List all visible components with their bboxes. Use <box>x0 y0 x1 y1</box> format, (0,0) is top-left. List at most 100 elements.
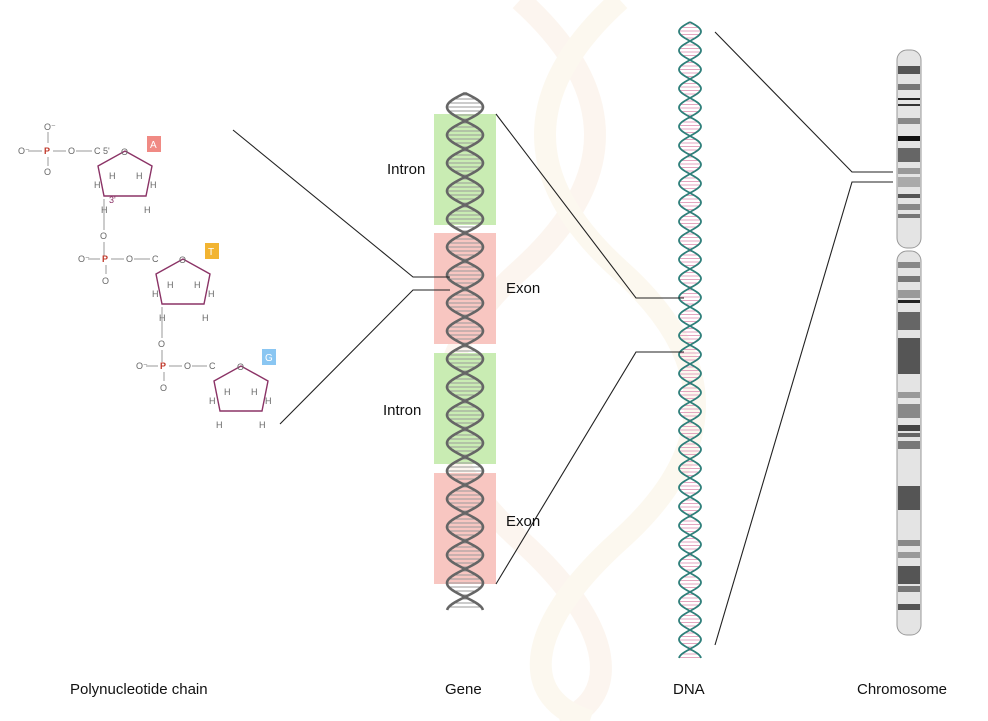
connector-gene-to-dna-top <box>495 113 684 299</box>
chromosome-band <box>898 118 920 124</box>
base-a-label: A <box>150 140 157 151</box>
h: H <box>202 313 209 323</box>
carbon-3-label: 3' <box>109 195 116 205</box>
chromosome-band <box>898 425 920 431</box>
h: H <box>224 387 231 397</box>
nucleotide-3: O⁻ P O O C O G H H H H H H <box>136 349 276 430</box>
gene-region-label-exon-1: Exon <box>506 280 541 297</box>
connector-chain-to-gene-bottom <box>279 289 450 425</box>
caption-chromosome: Chromosome <box>857 681 948 698</box>
chromosome-band <box>898 214 920 218</box>
oxygen-minus-top: O⁻ <box>44 122 56 132</box>
h: H <box>152 289 159 299</box>
chromosome-band <box>898 392 920 398</box>
chromosome-band <box>898 312 920 330</box>
oxygen-minus-left: O⁻ <box>18 146 30 156</box>
dna-helix-strand-2 <box>678 21 702 659</box>
gene-region-label-intron-1: Intron <box>387 161 426 178</box>
base-t-label: T <box>208 247 214 258</box>
connector-dna-to-chromosome-top <box>714 31 893 173</box>
caption-dna: DNA <box>673 681 705 698</box>
gene-helix-strand-2 <box>445 91 485 611</box>
chromosome-band <box>898 540 920 546</box>
ring-oxygen: O <box>237 362 244 372</box>
carbon-5-label: C 5' <box>94 146 110 156</box>
base-g-label: G <box>265 353 273 364</box>
oxygen-bottom: O <box>160 383 167 393</box>
connector-gene-to-dna-bottom <box>495 351 684 585</box>
carbon-label: C <box>209 361 216 371</box>
chromosome-band <box>898 552 920 558</box>
oxygen-bottom: O <box>102 276 109 286</box>
phosphate-label: P <box>44 146 50 156</box>
h: H <box>194 280 201 290</box>
chromosome-band <box>898 136 920 141</box>
connector-chain-to-gene-top <box>232 129 450 278</box>
ring-oxygen: O <box>179 255 186 265</box>
chromosome-band <box>898 194 920 198</box>
nucleotide-1: O⁻ P O⁻ O O C 5' O A H H H H 3' H H O <box>18 122 161 256</box>
connector-dna-to-chromosome-bottom <box>714 181 893 646</box>
phosphate-label: P <box>102 254 108 264</box>
oxygen-bridge: O <box>68 146 75 156</box>
chromosome <box>896 49 922 636</box>
chromosome-band <box>898 84 920 90</box>
gene-region-label-exon-2: Exon <box>506 513 541 530</box>
chromosome-band <box>898 66 920 74</box>
chromosome-band <box>898 98 920 100</box>
chromosome-band <box>898 290 920 298</box>
base-g-box <box>262 349 276 365</box>
caption-polynucleotide-chain: Polynucleotide chain <box>70 681 208 698</box>
h: H <box>216 420 223 430</box>
h: H <box>150 180 157 190</box>
chromosome-band <box>898 338 920 374</box>
chromosome-band <box>898 204 920 210</box>
chromosome-bands <box>898 66 920 610</box>
chromosome-band <box>898 433 920 437</box>
dna-helix-strand-1 <box>678 21 702 659</box>
chromosome-band <box>898 300 920 303</box>
gene-helix-strand-1 <box>445 91 485 611</box>
chromosome-band <box>898 441 920 449</box>
h: H <box>144 205 151 215</box>
base-t-box <box>205 243 219 259</box>
nucleotide-2: O⁻ P O O C O T H H H H H H O <box>78 243 219 362</box>
dna-helix <box>678 21 702 659</box>
oxygen-bottom: O <box>44 167 51 177</box>
chromosome-band <box>898 262 920 268</box>
chromosome-band <box>898 276 920 282</box>
zoom-connectors <box>232 31 893 646</box>
chromosome-band <box>898 486 920 510</box>
h: H <box>265 396 272 406</box>
gene-regions <box>434 114 496 584</box>
oxygen-minus-left: O⁻ <box>136 361 148 371</box>
oxygen-minus-left: O⁻ <box>78 254 90 264</box>
base-a-box <box>147 136 161 152</box>
phosphate-label: P <box>160 361 166 371</box>
oxygen-bridge: O <box>184 361 191 371</box>
chromosome-band <box>898 104 920 106</box>
chromosome-band <box>898 586 920 592</box>
carbon-label: C <box>152 254 159 264</box>
h: H <box>251 387 258 397</box>
gene-helix <box>445 91 485 611</box>
oxygen-bridge: O <box>126 254 133 264</box>
chromosome-band <box>898 604 920 610</box>
h: H <box>109 171 116 181</box>
chromosome-band <box>898 566 920 584</box>
h: H <box>209 396 216 406</box>
chromosome-band <box>898 404 920 418</box>
oxygen-link: O <box>100 231 107 241</box>
h: H <box>136 171 143 181</box>
chromosome-band <box>898 168 920 174</box>
chromosome-band <box>898 148 920 162</box>
chromosome-band <box>898 177 920 187</box>
polynucleotide-chain: O⁻ P O⁻ O O C 5' O A H H H H 3' H H O <box>18 122 276 430</box>
h: H <box>94 180 101 190</box>
h: H <box>259 420 266 430</box>
h: H <box>167 280 174 290</box>
caption-gene: Gene <box>445 681 482 698</box>
h: H <box>208 289 215 299</box>
gene-region-label-intron-2: Intron <box>383 402 422 419</box>
